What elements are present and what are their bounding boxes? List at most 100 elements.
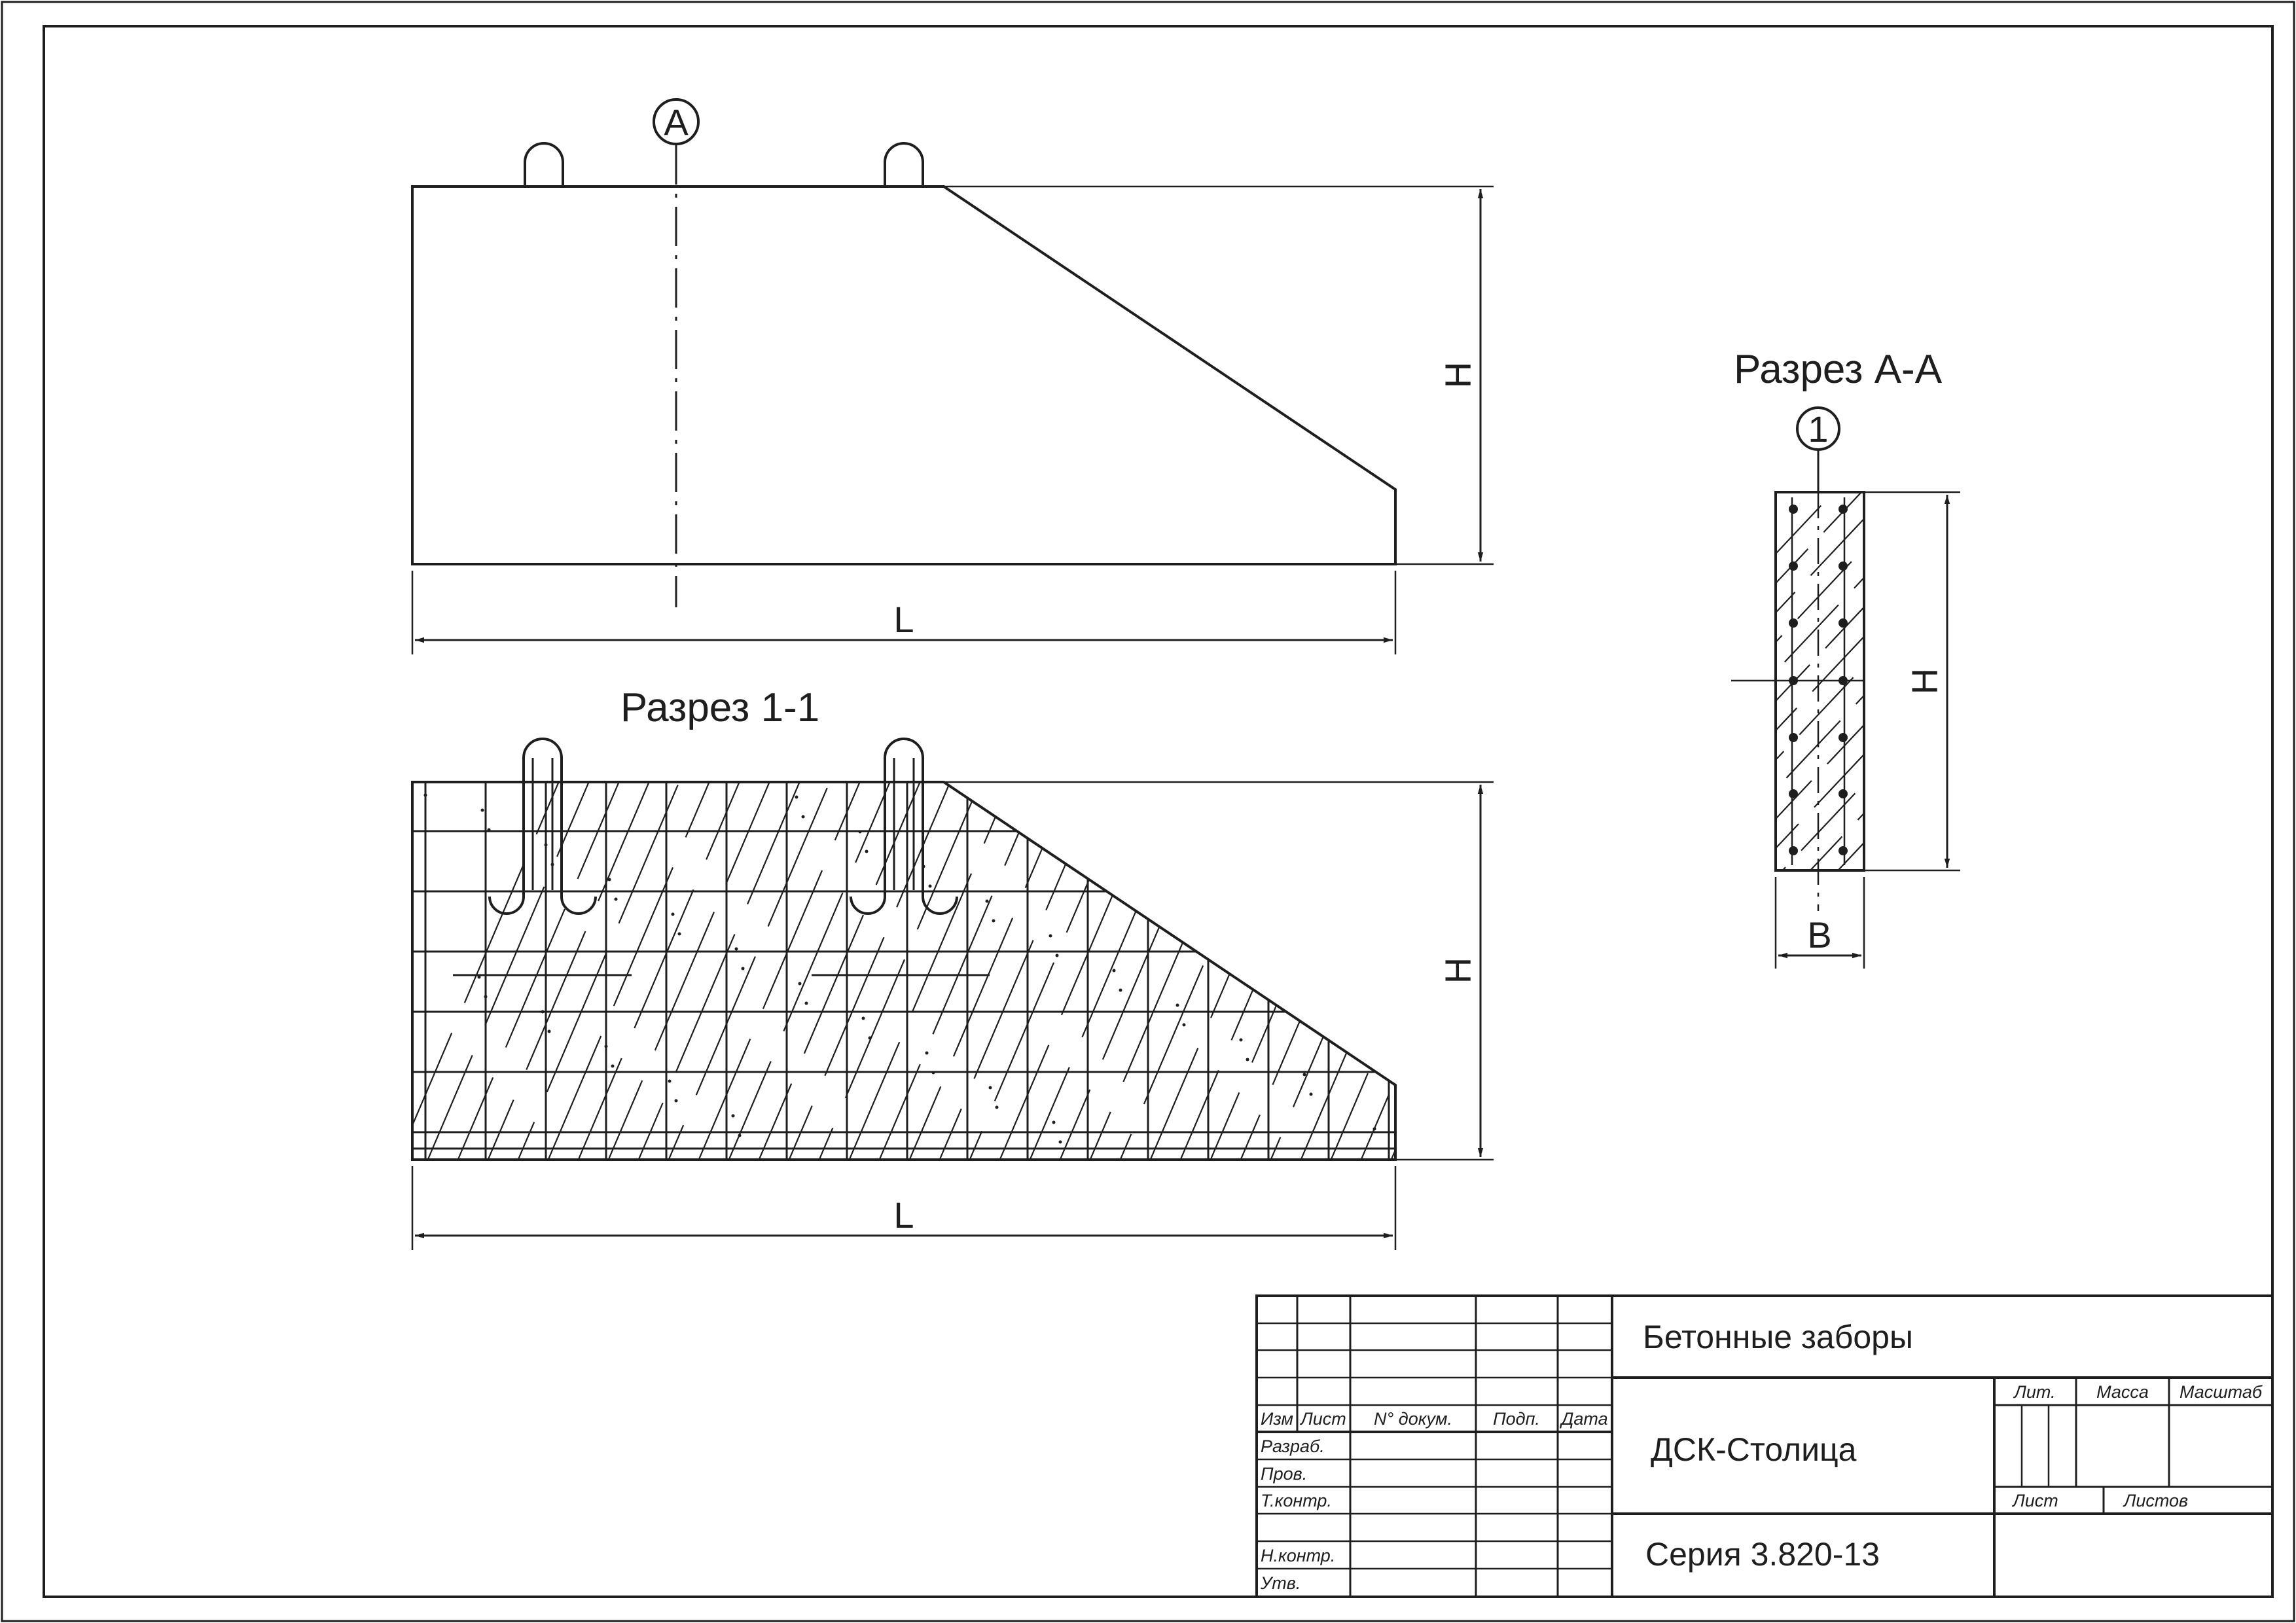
rebar-dot <box>1839 846 1848 855</box>
hatch-line <box>753 782 925 1160</box>
hatch-line <box>542 782 715 1160</box>
aggregate-dot <box>1306 906 1310 910</box>
hatch-line <box>723 782 895 1160</box>
rebar-dot <box>1839 505 1848 514</box>
aggregate-dot <box>985 899 989 903</box>
aggregate-dot <box>480 808 484 812</box>
hatch-line <box>692 782 865 1160</box>
hatch-line <box>783 782 956 1160</box>
col-header-izm: Изм <box>1261 1409 1293 1429</box>
hatch-line <box>1809 812 1864 870</box>
aggregate-dot <box>1055 954 1059 957</box>
aggregate-dot <box>1372 1127 1376 1131</box>
series-number: Серия 3.820-13 <box>1645 1536 1880 1573</box>
aggregate-dot <box>928 884 932 888</box>
lifting-loop-left <box>524 142 564 187</box>
aggregate-dot <box>738 1133 742 1137</box>
rebar-dot <box>1789 846 1798 855</box>
aggregate-dot <box>1122 821 1126 825</box>
aggregate-dot <box>1119 988 1122 992</box>
aggregate-dot <box>1112 969 1116 972</box>
aggregate-dot <box>1185 856 1189 860</box>
aggregate-dot <box>798 982 802 986</box>
row-label-checked: Пров. <box>1261 1464 1307 1484</box>
height-dimension-label: H <box>1904 668 1945 694</box>
row-label-approved: Утв. <box>1260 1573 1300 1593</box>
embedded-loop-left <box>488 738 597 915</box>
rebar-dot <box>1839 618 1848 628</box>
aggregate-dot <box>1052 1120 1056 1124</box>
aggregate-dot <box>1175 1003 1179 1007</box>
hatch-line <box>1782 783 1864 870</box>
rebar-dot <box>1839 789 1848 798</box>
section-1-1: Разрез 1-1 H L <box>411 685 1494 1250</box>
hatch-line <box>422 782 594 1160</box>
hatch-line <box>1776 492 1863 584</box>
aggregate-dot <box>988 1086 992 1090</box>
hatch-line <box>1776 694 1864 791</box>
sheet-frame <box>43 25 2274 1598</box>
aggregate-dot <box>795 795 798 799</box>
hatch-line <box>873 782 1046 1160</box>
rebar-dot <box>1839 733 1848 742</box>
row-label-norm-control: Н.контр. <box>1261 1546 1335 1565</box>
col-header-doc-number: N° докум. <box>1374 1409 1452 1429</box>
aggregate-dot <box>674 1099 678 1103</box>
hatch-line <box>482 782 655 1160</box>
aggregate-dot <box>1058 1140 1062 1144</box>
hatch-line <box>512 782 685 1160</box>
rebar-dot <box>1789 733 1798 742</box>
aggregate-dot <box>731 1114 735 1118</box>
section-1-1-title: Разрез 1-1 <box>620 685 819 730</box>
drawing-name: Бетонные заборы <box>1643 1319 1913 1355</box>
embedded-loop-right-inner <box>893 758 915 890</box>
aggregate-dot <box>1376 960 1380 964</box>
aggregate-dot <box>1309 1092 1313 1096</box>
row-label-developed: Разраб. <box>1261 1436 1325 1456</box>
lit-label: Лит. <box>2013 1382 2055 1402</box>
aggregate-dot <box>995 1105 999 1109</box>
hatch-line <box>843 782 1016 1160</box>
title-block: Изм Лист N° докум. Подп. Дата Разраб. Пр… <box>1255 1294 2274 1598</box>
aggregate-dot <box>1302 1073 1306 1077</box>
hatch-line <box>572 782 745 1160</box>
aggregate-dot <box>741 967 745 971</box>
hatch-line <box>1776 577 1864 673</box>
hatch-line <box>1776 492 1835 555</box>
hatch-line <box>452 782 624 1160</box>
top-view: A H L <box>411 98 1494 654</box>
col-header-date: Дата <box>1559 1409 1607 1429</box>
lifting-loop-right <box>884 142 924 187</box>
aggregate-dot <box>1249 891 1253 895</box>
hatch-line <box>1837 842 1864 870</box>
col-header-list: Лист <box>1299 1409 1346 1429</box>
hatch-line <box>1325 782 1395 1160</box>
sheet-label: Лист <box>2011 1491 2058 1510</box>
aggregate-dot <box>611 1064 615 1068</box>
hatch-line <box>632 782 805 1160</box>
organization-name: ДСК-Столица <box>1651 1431 1857 1468</box>
width-dimension-label: B <box>1807 914 1831 955</box>
aggregate-dot <box>1115 802 1119 806</box>
hatch-line <box>1776 635 1864 732</box>
row-label-tech-control: Т.контр. <box>1261 1491 1332 1510</box>
sheets-label: Листов <box>2123 1491 2188 1510</box>
embedded-loop-right <box>850 738 958 915</box>
length-dimension-label: L <box>893 1194 914 1236</box>
aggregate-dot <box>668 1079 672 1083</box>
top-view-outline <box>411 185 1397 565</box>
aggregate-dot <box>477 975 481 979</box>
embedded-loop-left-inner <box>531 758 554 890</box>
hatch-line <box>1776 606 1864 702</box>
aggregate-dot <box>614 897 618 901</box>
aggregate-dot <box>801 815 805 819</box>
position-marker-number: 1 <box>1808 408 1828 450</box>
aggregate-dot <box>677 932 681 936</box>
aggregate-dot <box>1182 1023 1186 1027</box>
hatch-line <box>1204 782 1377 1160</box>
hatch-line <box>1355 782 1395 1160</box>
hatch-line <box>813 782 986 1160</box>
mass-label: Масса <box>2096 1382 2149 1402</box>
title-block-frame <box>1255 1294 2274 1598</box>
